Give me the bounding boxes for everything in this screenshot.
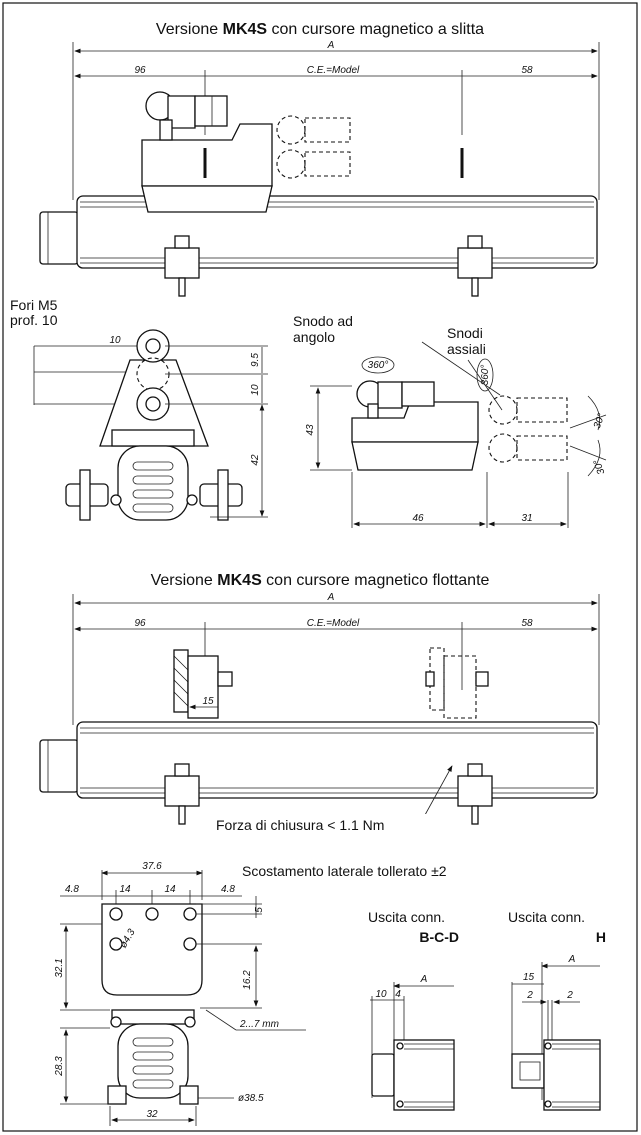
joint-axial-label-1: Snodi — [447, 325, 483, 341]
rail-profile-floating — [39, 721, 598, 799]
o2-dim-15: 15 — [523, 972, 535, 983]
dim-58: 58 — [521, 65, 533, 76]
dim-28-3: 28.3 — [54, 1056, 65, 1077]
connector-body — [107, 1009, 199, 1105]
joint-angle-label-1: Snodo ad — [293, 313, 353, 329]
mounting-clamp-right-2 — [457, 763, 493, 825]
output-bcd-detail: A 10 4 — [370, 974, 455, 1111]
dim-4-8-left: 4.8 — [65, 884, 79, 895]
mounting-clamp-left-2 — [164, 763, 200, 825]
dim-43: 43 — [305, 424, 316, 436]
output-h-label-1: Uscita conn. — [508, 909, 585, 925]
dim-31: 31 — [521, 513, 532, 524]
output-h-label-2: H — [596, 929, 606, 945]
dim-37-6: 37.6 — [142, 861, 162, 872]
mounting-plate — [101, 903, 203, 996]
mounting-clamp-right — [457, 235, 493, 297]
o2-dim-2-b: 2 — [566, 990, 573, 1001]
dim-58-2: 58 — [521, 618, 533, 629]
dim-diam-38-5: ø38.5 — [238, 1093, 264, 1104]
floating-cursor-right-ghost — [425, 647, 489, 719]
o1-dim-4: 4 — [395, 989, 401, 1000]
output-bcd-label-2: B-C-D — [419, 929, 459, 945]
rotation-360-a: 360° — [368, 360, 389, 371]
holes-label-1: Fori M5 — [10, 297, 58, 313]
dim-32: 32 — [146, 1109, 158, 1120]
dim-42: 42 — [250, 454, 261, 466]
angle-30-down: 30° — [592, 458, 608, 476]
dim-14-b: 14 — [164, 884, 176, 895]
dim-96: 96 — [134, 65, 146, 76]
holes-label-2: prof. 10 — [10, 312, 58, 328]
dim-5: 5 — [254, 907, 265, 913]
o2-dim-2-a: 2 — [526, 990, 533, 1001]
output-h-detail: 15 A 2 2 — [511, 954, 601, 1111]
dim-15: 15 — [202, 696, 214, 707]
tolerance-label: Scostamento laterale tollerato ±2 — [242, 863, 447, 879]
dim-32-1: 32.1 — [54, 958, 65, 977]
section1-title: Versione MK4S con cursore magnetico a sl… — [156, 21, 484, 38]
o2-dim-a: A — [568, 954, 576, 965]
dim-46: 46 — [412, 513, 424, 524]
dim-10-vert: 10 — [250, 384, 261, 396]
section-floating-cursor: Versione MK4S con cursore magnetico flot… — [39, 572, 600, 834]
angle-30-up: 30° — [592, 412, 608, 430]
dim-14-a: 14 — [119, 884, 131, 895]
o1-dim-a: A — [420, 974, 428, 985]
sliding-cursor — [141, 91, 464, 213]
dim-ce-model: C.E.=Model — [307, 65, 360, 76]
joint-angle-label-2: angolo — [293, 329, 335, 345]
rail-profile-top — [39, 195, 598, 269]
section3-title: Versione MK4S con cursore magnetico flot… — [151, 572, 490, 589]
dim-16-2: 16.2 — [242, 970, 253, 990]
joint-axial-label-2: assiali — [447, 341, 486, 357]
output-bcd-label-1: Uscita conn. — [368, 909, 445, 925]
section-sliding-cursor: Versione MK4S con cursore magnetico a sl… — [39, 21, 600, 297]
cursor-end-view — [65, 329, 243, 521]
dim-gap-2-7: 2...7 mm — [239, 1019, 279, 1030]
o1-dim-10: 10 — [375, 989, 387, 1000]
rotation-360-b: 360° — [480, 365, 491, 386]
cursor-side-view — [351, 380, 568, 471]
dim-total-a-2: A — [327, 592, 335, 603]
dim-9-5: 9.5 — [250, 353, 261, 367]
floating-cursor-left — [173, 649, 233, 719]
section-mounting-details: Scostamento laterale tollerato ±2 37.6 4… — [54, 861, 606, 1126]
closing-torque-label: Forza di chiusura < 1.1 Nm — [216, 817, 384, 833]
dim-10-top: 10 — [109, 335, 121, 346]
dim-ce-model-2: C.E.=Model — [307, 618, 360, 629]
dim-4-8-right: 4.8 — [221, 884, 235, 895]
dim-96-2: 96 — [134, 618, 146, 629]
section-side-views: Fori M5 prof. 10 10 — [10, 297, 607, 528]
mounting-clamp-left — [164, 235, 200, 297]
dim-total-a: A — [327, 40, 335, 51]
